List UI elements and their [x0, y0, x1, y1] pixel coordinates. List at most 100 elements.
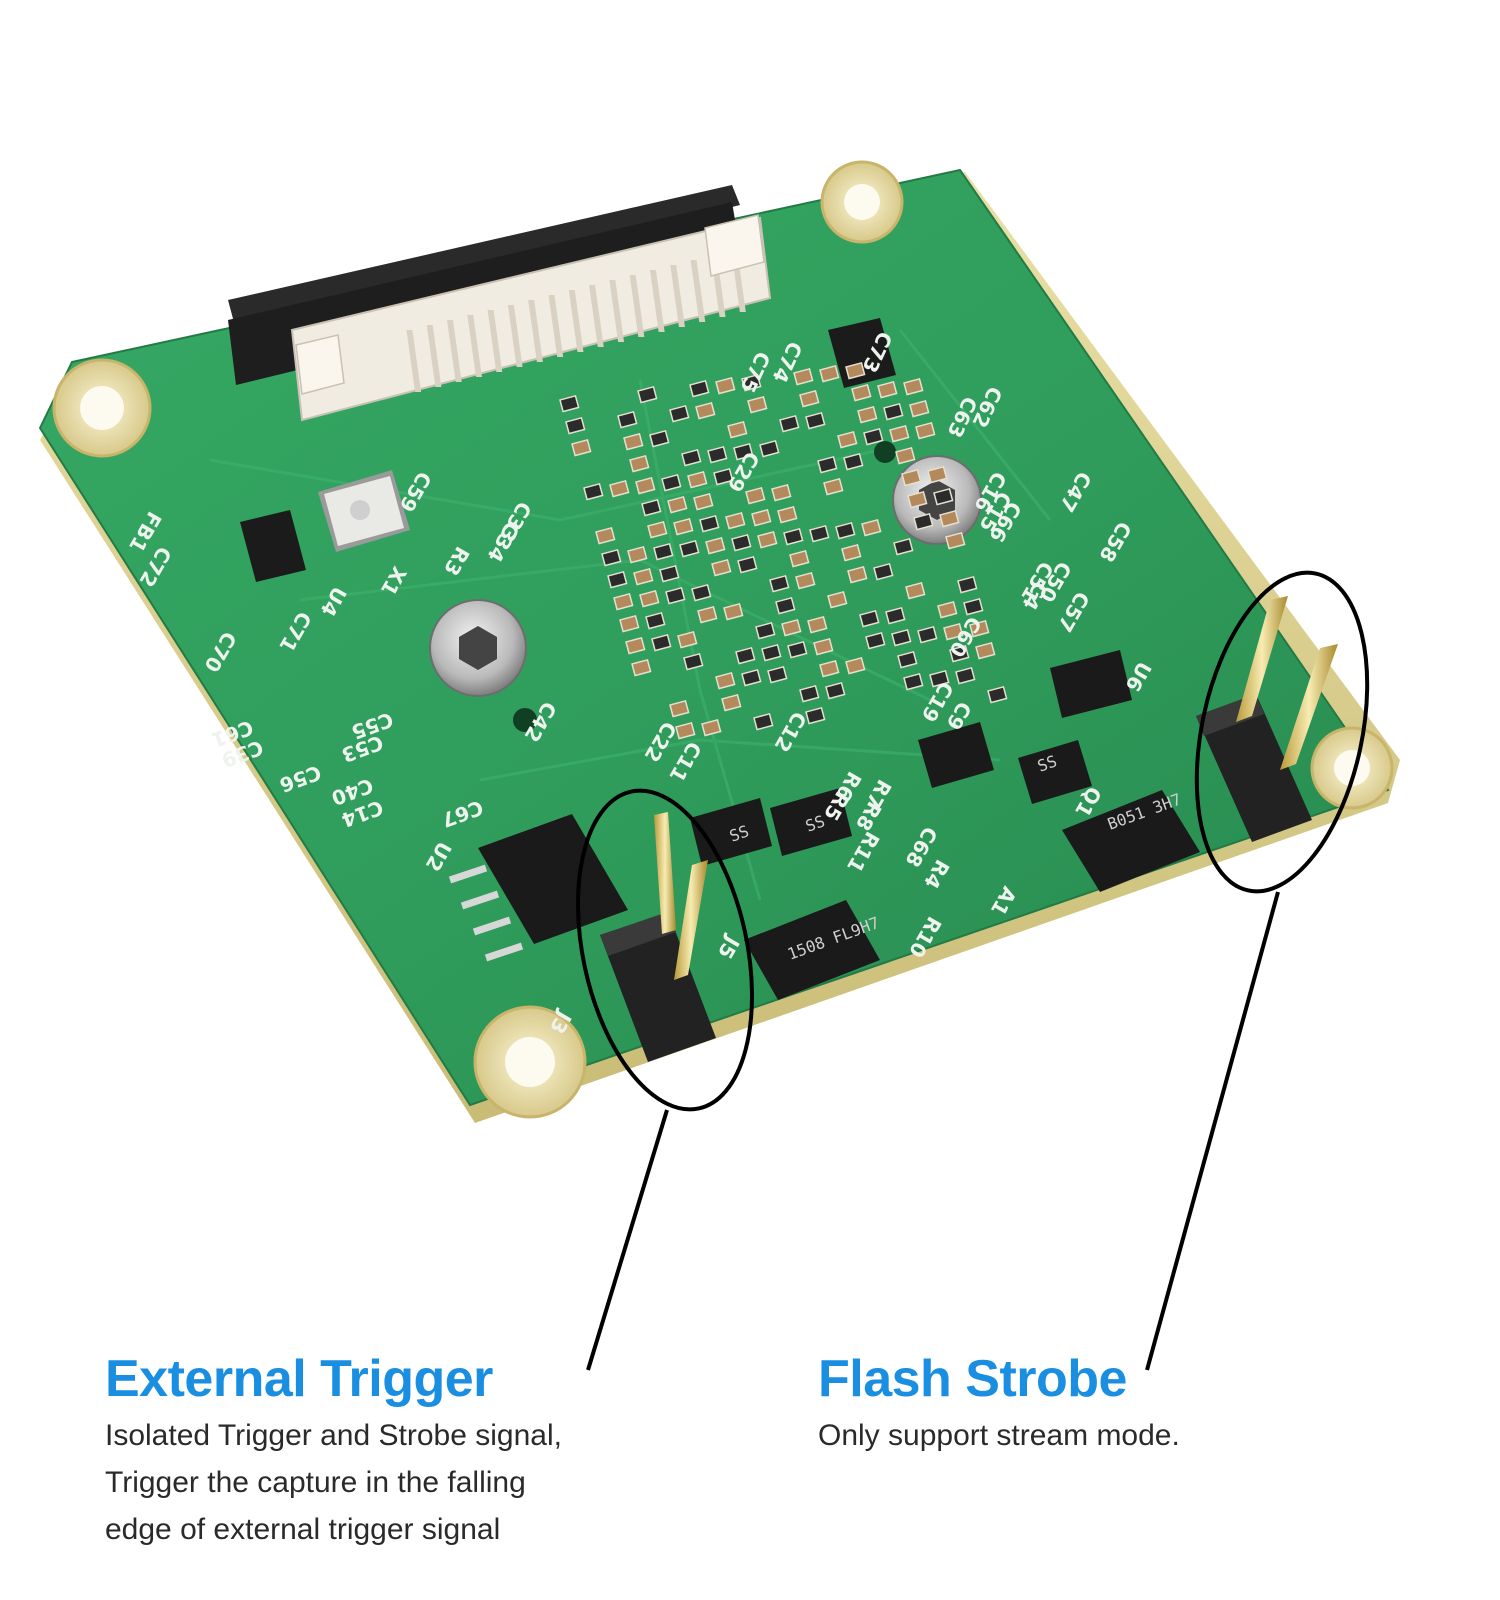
- connector-pin: [528, 300, 543, 362]
- smd-part: [701, 718, 722, 737]
- smd-part: [669, 404, 690, 423]
- smd-part: [691, 583, 712, 602]
- smd-part: [805, 411, 826, 430]
- smd-part: [767, 665, 788, 684]
- smd-part: [937, 600, 958, 619]
- connector-pin: [629, 275, 645, 337]
- smd-part: [661, 473, 682, 492]
- smd-part: [681, 448, 702, 467]
- flash-strobe-line-1: Only support stream mode.: [818, 1419, 1180, 1452]
- smd-part: [747, 395, 768, 414]
- smd-part: [813, 637, 834, 656]
- smd-part: [731, 533, 752, 552]
- smd-part: [757, 530, 778, 549]
- smd-part: [799, 389, 820, 408]
- smd-part: [601, 548, 622, 567]
- smd-part: [689, 379, 710, 398]
- smd-part: [877, 380, 898, 399]
- smd-part: [795, 571, 816, 590]
- smd-part: [667, 495, 688, 514]
- smd-part: [675, 721, 696, 740]
- smd-part: [787, 640, 808, 659]
- smd-part: [733, 442, 754, 461]
- external-trigger-title: External Trigger: [105, 1350, 493, 1408]
- connector-pin: [690, 260, 706, 322]
- smd-part: [699, 514, 720, 533]
- smd-part: [745, 486, 766, 505]
- smd-part: [753, 712, 774, 731]
- pin-header-strobe: [1196, 596, 1338, 842]
- smd-part: [819, 659, 840, 678]
- smd-part: [793, 367, 814, 386]
- smd-part: [809, 524, 830, 543]
- smd-part: [861, 518, 882, 537]
- ic-optocoupler-left: [744, 900, 880, 1000]
- smd-part: [883, 402, 904, 421]
- smd-part: [807, 615, 828, 634]
- smd-part: [649, 429, 670, 448]
- smd-part: [915, 421, 936, 440]
- external-trigger-description: Isolated Trigger and Strobe signal, Trig…: [105, 1412, 562, 1553]
- smd-part: [975, 641, 996, 660]
- smd-part: [583, 482, 604, 501]
- smd-part: [687, 470, 708, 489]
- smd-part: [929, 669, 950, 688]
- smd-part: [629, 454, 650, 473]
- smd-part: [841, 543, 862, 562]
- smd-part: [713, 467, 734, 486]
- connector-pin: [446, 320, 462, 382]
- smd-part: [641, 498, 662, 517]
- smd-part: [741, 373, 762, 392]
- callout-trigger: [576, 788, 754, 1371]
- smd-part: [789, 549, 810, 568]
- smd-part: [779, 414, 800, 433]
- connector-pin: [568, 290, 584, 352]
- smd-part: [693, 492, 714, 511]
- smd-part: [635, 476, 656, 495]
- connector-pin: [609, 280, 625, 342]
- smd-part: [845, 361, 866, 380]
- ic-optocoupler-right: [1062, 790, 1200, 892]
- callout-ellipse-trigger: [576, 788, 754, 1112]
- regulator-u4: [240, 510, 306, 582]
- connector-pin: [670, 265, 685, 327]
- smd-part: [697, 605, 718, 624]
- smd-part: [715, 671, 736, 690]
- smd-part: [893, 537, 914, 556]
- smd-part: [619, 614, 640, 633]
- smd-part: [683, 652, 704, 671]
- fpc-connector: [228, 185, 772, 422]
- connector-pin: [649, 270, 665, 332]
- smd-part: [677, 630, 698, 649]
- connector-pin: [426, 325, 442, 387]
- smd-part: [949, 644, 970, 663]
- smd-part: [825, 681, 846, 700]
- external-trigger-line-3: edge of external trigger signal: [105, 1513, 501, 1546]
- connector-pin: [507, 305, 523, 367]
- external-trigger-line-2: Trigger the capture in the falling: [105, 1466, 526, 1499]
- callout-line-trigger: [586, 1109, 669, 1371]
- smd-part: [673, 517, 694, 536]
- smd-part: [917, 625, 938, 644]
- smd-part: [907, 490, 928, 509]
- smd-part: [609, 479, 630, 498]
- smd-part: [895, 446, 916, 465]
- smd-part: [827, 590, 848, 609]
- smd-part: [723, 602, 744, 621]
- smd-part: [659, 564, 680, 583]
- smd-part: [945, 531, 966, 550]
- ic-u2: [448, 814, 628, 962]
- smd-part: [901, 468, 922, 487]
- smd-part: [781, 618, 802, 637]
- connector-pin: [487, 310, 503, 372]
- transistor-group: [690, 650, 1132, 866]
- smd-part: [595, 526, 616, 545]
- smd-part: [715, 376, 736, 395]
- smd-part: [819, 364, 840, 383]
- smd-part: [625, 636, 646, 655]
- smd-part: [843, 452, 864, 471]
- smd-part: [837, 430, 858, 449]
- smd-part: [617, 410, 638, 429]
- smd-part: [865, 631, 886, 650]
